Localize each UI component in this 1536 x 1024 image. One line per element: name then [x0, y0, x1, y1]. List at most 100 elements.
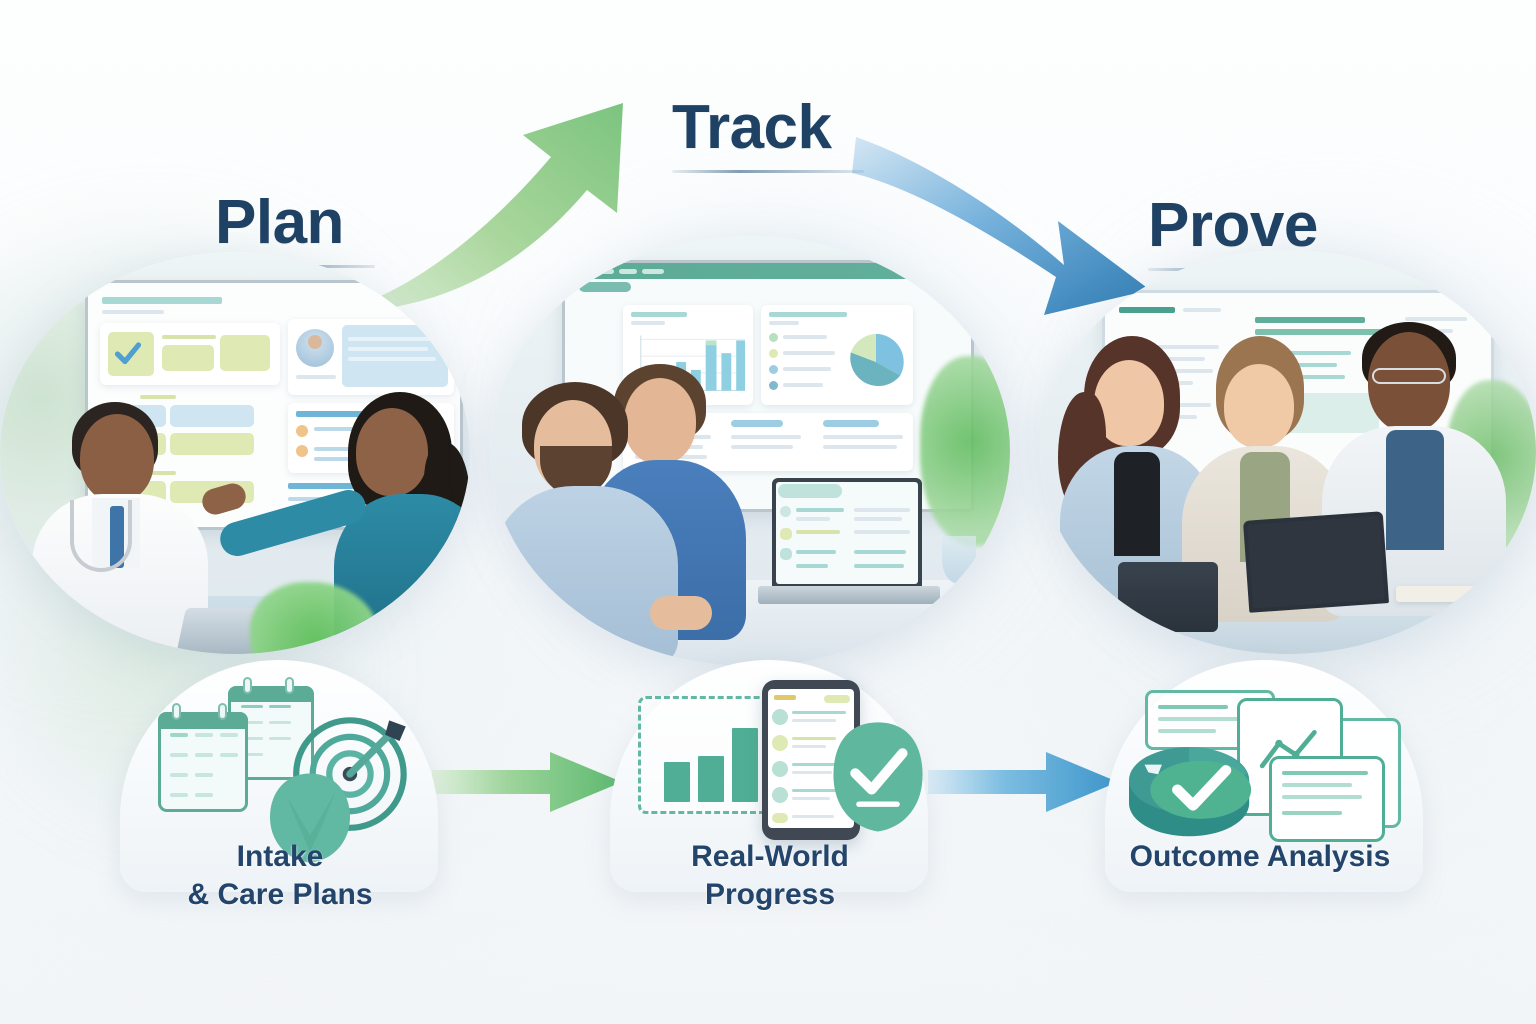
list-header	[731, 420, 783, 427]
cal-line	[195, 793, 213, 797]
clip-line	[269, 721, 291, 724]
row-label	[140, 471, 176, 475]
head	[80, 414, 154, 502]
clip-line	[269, 705, 291, 708]
nav-item[interactable]	[619, 268, 637, 274]
card-subtitle	[769, 321, 799, 325]
legend-label	[783, 351, 835, 355]
cal-line	[170, 733, 188, 737]
icon-group-outcome	[1105, 674, 1423, 842]
cal-line	[170, 753, 188, 757]
doc-line	[1282, 771, 1368, 775]
light-blue-shirt	[492, 486, 678, 666]
stethoscope-icon	[70, 500, 132, 572]
calendar-ring	[218, 703, 227, 720]
report-subtitle	[1183, 308, 1221, 312]
step-bubble-intake-care-plans	[120, 660, 438, 892]
phone-line	[792, 711, 846, 714]
legend-item	[769, 349, 778, 358]
shield-check-icon	[833, 722, 923, 832]
document-card-front	[1269, 756, 1385, 842]
phone-avatar	[772, 761, 788, 777]
report-line	[1273, 375, 1345, 379]
laptop-line	[854, 508, 910, 512]
board-subtitle-line	[102, 310, 164, 314]
stage-title-prove: Prove	[1148, 190, 1353, 271]
glassware	[942, 536, 976, 584]
user-menu-icon[interactable]	[958, 265, 965, 277]
legend-label	[783, 335, 827, 339]
doc-line	[1282, 795, 1362, 799]
doc-line	[1282, 811, 1342, 815]
laptop-screen	[1247, 515, 1385, 609]
avatar-head-icon	[308, 335, 322, 349]
cal-line	[220, 753, 238, 757]
cal-line	[195, 733, 213, 737]
step-label-line-1: Intake	[236, 840, 324, 873]
phone-badge	[824, 695, 850, 703]
clipboard-header	[228, 686, 314, 702]
card-block	[162, 345, 214, 371]
list-line	[731, 445, 793, 449]
app-header-bar	[565, 263, 971, 279]
icon-group-intake	[120, 674, 438, 863]
connector-arrow-track-to-prove	[928, 752, 1118, 812]
laptop-avatar	[780, 506, 791, 517]
row-label	[140, 395, 176, 399]
step-bubble-outcome-analysis	[1105, 660, 1423, 892]
nav-item[interactable]	[642, 268, 664, 274]
connector-arrow-plan-to-track	[432, 752, 622, 812]
shield-check-icon	[270, 773, 350, 863]
nav-item[interactable]	[590, 268, 614, 274]
head	[624, 378, 696, 464]
row-block	[170, 405, 254, 427]
app-logo-icon	[571, 267, 585, 275]
phone-line	[792, 745, 826, 748]
calendar-ring	[172, 703, 181, 720]
status-badge	[296, 425, 308, 437]
laptop-keyboard	[758, 586, 940, 604]
report-heading	[1255, 317, 1365, 323]
plant-icon	[920, 356, 1010, 546]
laptop-line	[854, 550, 906, 554]
doc-line	[1158, 729, 1216, 733]
report-line	[1123, 345, 1219, 349]
cal-line	[195, 773, 213, 777]
laptop-line	[854, 564, 904, 568]
phone-avatar	[772, 735, 788, 751]
clip-line	[241, 705, 263, 708]
scene-photo-prove	[1040, 250, 1536, 654]
phone-line	[792, 763, 842, 766]
clip-line	[269, 737, 291, 740]
profile-meta	[296, 375, 336, 379]
check-icon	[114, 342, 142, 365]
row-block	[170, 433, 254, 455]
card-block	[220, 335, 270, 371]
glasses-icon	[1372, 368, 1446, 384]
status-badge	[296, 445, 308, 457]
step-label-intake-care-plans: Intake & Care Plans	[110, 838, 450, 915]
notification-icon[interactable]	[936, 268, 942, 274]
laptop-block	[780, 528, 792, 540]
laptop-block	[780, 548, 792, 560]
phone-line	[792, 771, 832, 774]
monitor-back	[1118, 562, 1218, 632]
inner-top	[1114, 452, 1160, 556]
printed-report	[1396, 586, 1482, 602]
cal-line	[170, 793, 188, 797]
icon-group-progress	[610, 674, 928, 840]
checklist-card	[100, 323, 280, 385]
clipboard-ring	[285, 677, 294, 694]
active-tab[interactable]	[579, 282, 631, 292]
pie-chart-icon	[1129, 747, 1252, 837]
pie-chart-card	[761, 305, 913, 405]
stage-title-track-text: Track	[672, 93, 832, 162]
doc-line	[1158, 705, 1228, 709]
stage-title-prove-text: Prove	[1148, 191, 1318, 260]
laptop-device	[1242, 511, 1390, 613]
settings-icon[interactable]	[947, 268, 953, 274]
list-line	[823, 445, 897, 449]
list-line	[823, 435, 903, 439]
legend-item	[769, 381, 778, 390]
